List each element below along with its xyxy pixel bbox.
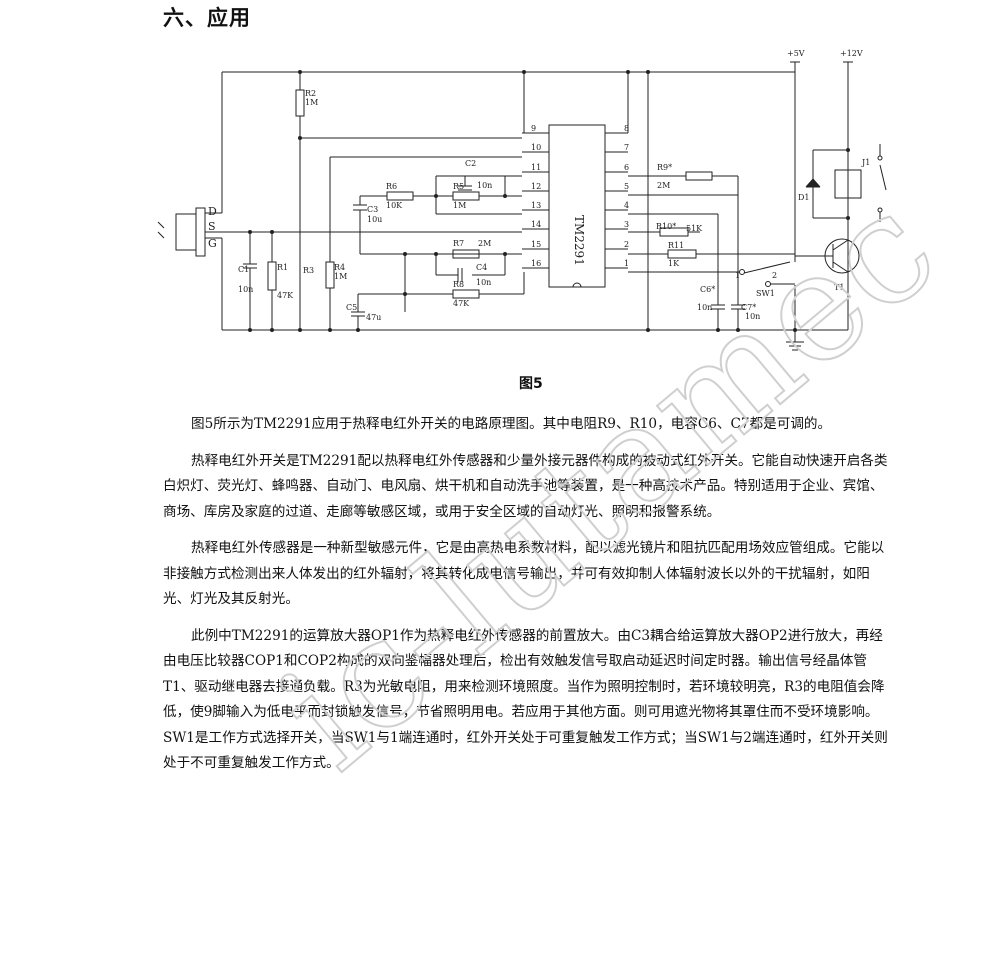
sensor-g-label: G [208, 237, 217, 250]
ic-pin-number: 5 [624, 182, 629, 191]
r9-value: 2M [657, 181, 670, 190]
r2-label: R2 [305, 89, 316, 98]
body-text: 图5所示为TM2291应用于热释电红外开关的电路原理图。其中电阻R9、R10，电… [163, 412, 893, 788]
vcc12-label: +12V [840, 49, 863, 58]
r9-label: R9* [657, 163, 672, 172]
sensor-s-label: S [208, 220, 216, 233]
chip-label: TM2291 [572, 215, 586, 266]
sensor-d-label: D [208, 205, 217, 218]
c3-label: C3 [367, 205, 378, 214]
c3-value: 10u [367, 215, 382, 224]
c7-value: 10n [745, 312, 760, 321]
r6-label: R6 [386, 182, 397, 191]
c2-value: 10n [477, 181, 492, 190]
r6-value: 10K [386, 201, 403, 210]
figure-caption: 图5 [519, 376, 543, 392]
r11-value: 1K [668, 259, 680, 268]
c1-label: C1 [238, 265, 249, 274]
paragraph: 此例中TM2291的运算放大器OP1作为热释电红外传感器的前置放大。由C3耦合给… [163, 627, 888, 772]
r2-value: 1M [305, 98, 318, 107]
r4-value: 1M [334, 272, 347, 281]
c4-value: 10n [476, 278, 491, 287]
ic-pin-number: 3 [624, 220, 629, 229]
sw1-pin1: 1 [735, 271, 740, 280]
relay-j1 [834, 169, 862, 199]
section-heading: 六、应用 [163, 6, 251, 30]
c7-label: C7* [741, 303, 756, 312]
paragraph: 热释电红外开关是TM2291配以热释电红外传感器和少量外接元器件构成的被动式红外… [163, 452, 888, 520]
ic-pin-number: 1 [624, 259, 629, 268]
paragraph: 热释电红外传感器是一种新型敏感元件，它是由高热电系数材料，配以滤光镜片和阻抗匹配… [163, 540, 885, 607]
ic-pin-number: 12 [531, 182, 541, 191]
ic-pin-number: 15 [531, 240, 541, 249]
sw1-label: SW1 [756, 289, 775, 298]
vcc5-label: +5V [787, 49, 805, 58]
ic-pin-number: 13 [531, 201, 541, 210]
sw1-pin2: 2 [772, 271, 777, 280]
t1-label: T1 [834, 283, 844, 292]
ic-pin-number: 4 [624, 201, 629, 210]
c6-label: C6* [700, 285, 715, 294]
c4-label: C4 [476, 263, 487, 272]
ic-chip [548, 124, 606, 288]
r8-label: R8 [453, 280, 464, 289]
r3-label: R3 [303, 266, 314, 275]
r1-label: R1 [277, 263, 288, 272]
pir-sensor [175, 213, 197, 251]
ic-pin-number: 8 [624, 124, 629, 133]
ic-pin-number: 11 [531, 163, 541, 172]
r7-value: 2M [478, 239, 491, 248]
ic-pin-number: 9 [531, 124, 536, 133]
r1-value: 47K [277, 291, 294, 300]
ic-pin-number: 7 [624, 143, 629, 152]
r10-label: R10* [656, 222, 676, 231]
r10-value: 51K [686, 224, 703, 233]
paragraph: 图5所示为TM2291应用于热释电红外开关的电路原理图。其中电阻R9、R10，电… [191, 416, 832, 432]
c5-value: 47u [366, 313, 381, 322]
r11-label: R11 [668, 241, 684, 250]
r4-label: R4 [334, 263, 345, 272]
ic-pin-number: 2 [624, 240, 629, 249]
c2-label: C2 [465, 159, 476, 168]
c1-value: 10n [238, 285, 253, 294]
r8-value: 47K [453, 299, 470, 308]
j1-label: J1 [861, 158, 870, 167]
d1-label: D1 [798, 193, 810, 202]
ic-pin-number: 6 [624, 163, 629, 172]
r5-value: 1M [453, 201, 466, 210]
r5-label: R5 [453, 182, 464, 191]
r7-label: R7 [453, 239, 464, 248]
c5-label: C5 [346, 303, 357, 312]
c6-value: 10n [697, 303, 712, 312]
ic-pin-number: 16 [531, 259, 541, 268]
ic-pin-number: 10 [531, 143, 541, 152]
ic-pin-number: 14 [531, 220, 541, 229]
